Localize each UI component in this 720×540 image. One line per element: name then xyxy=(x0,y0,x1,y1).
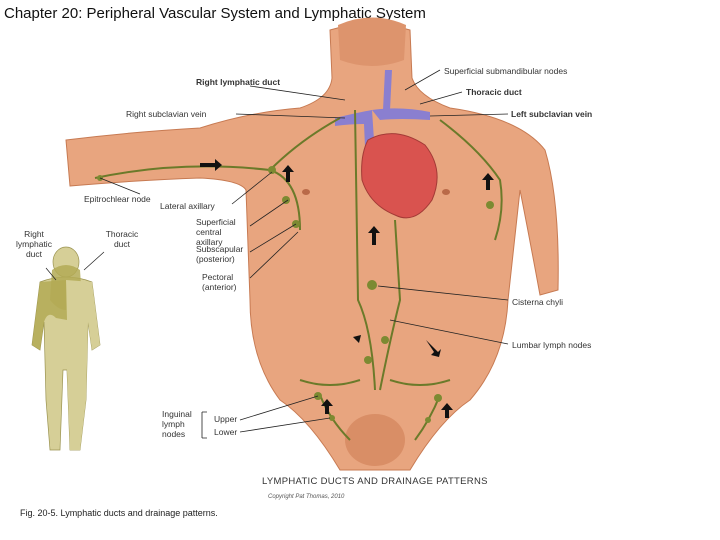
label-right-subclavian-vein: Right subclavian vein xyxy=(126,109,207,119)
heart xyxy=(361,133,438,219)
inset-label-right-lymphatic-duct: Right lymphatic duct xyxy=(16,229,52,259)
page-title: Chapter 20: Peripheral Vascular System a… xyxy=(4,5,426,22)
label-lumbar-lymph-nodes: Lumbar lymph nodes xyxy=(512,340,592,350)
lymph-nodes xyxy=(97,166,494,423)
flow-arrows xyxy=(200,159,494,418)
label-subscapular: Subscapular (posterior) xyxy=(196,244,244,264)
label-superficial-submandibular-nodes: Superficial submandibular nodes xyxy=(444,66,568,76)
label-epitrochlear-node: Epitrochlear node xyxy=(84,194,151,204)
label-inguinal-lower: Lower xyxy=(214,427,238,437)
label-right-lymphatic-duct: Right lymphatic duct xyxy=(196,77,281,87)
leader-lines xyxy=(99,69,509,439)
label-cisterna-chyli: Cisterna chyli xyxy=(512,297,564,307)
body-illustration xyxy=(65,17,559,471)
label-left-subclavian-vein: Left subclavian vein xyxy=(511,109,593,119)
label-pectoral: Pectoral (anterior) xyxy=(202,272,237,292)
label-inguinal-upper: Upper xyxy=(214,414,238,424)
label-inguinal-lymph-nodes: Inguinal lymph nodes xyxy=(162,409,192,439)
label-thoracic-duct: Thoracic duct xyxy=(466,87,522,97)
diagram-title: LYMPHATIC DUCTS AND DRAINAGE PATTERNS xyxy=(262,476,488,487)
lymph-vessels xyxy=(94,109,503,441)
inset-label-thoracic-duct: Thoracic duct xyxy=(105,229,139,249)
copyright-note: Copyright Pat Thomas, 2010 xyxy=(268,494,345,500)
figure-caption: Fig. 20-5. Lymphatic ducts and drainage … xyxy=(20,508,218,518)
label-lateral-axillary: Lateral axillary xyxy=(160,201,215,211)
inset-body-figure xyxy=(31,246,105,451)
label-superficial-central-axillary: Superficial central axillary xyxy=(196,217,236,247)
